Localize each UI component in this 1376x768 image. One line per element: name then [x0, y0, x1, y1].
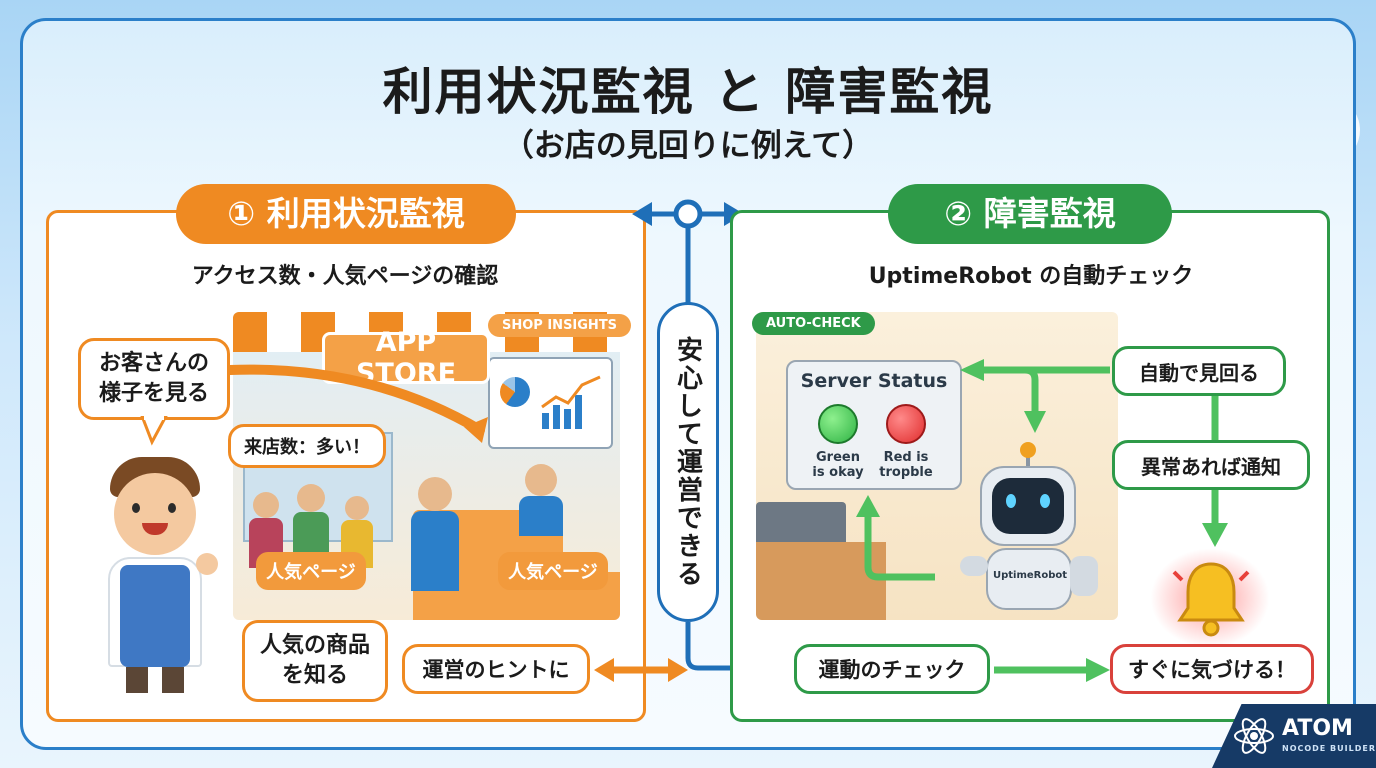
server-status-title: Server Status [800, 370, 948, 392]
operation-hint-bubble: 運営のヒントに [402, 644, 590, 694]
app-store-sign: APP STORE [322, 327, 490, 389]
shop-insights-tag: SHOP INSIGHTS [488, 314, 632, 337]
robot-illustration [960, 442, 1100, 618]
popular-page-tag-left: 人気ページ [256, 552, 366, 590]
observe-customers-bubble: お客さんの 様子を見る [78, 338, 230, 420]
robot-label: UptimeRobot [992, 570, 1068, 581]
usage-monitoring-subtitle: アクセス数・人気ページの確認 [191, 264, 499, 289]
page-title: 利用状況監視 と 障害監視 [382, 63, 994, 121]
red-label-line-2: tropble [879, 465, 933, 480]
red-status-label: Red is tropble [870, 450, 942, 480]
know-products-bubble: 人気の商品 を知る [242, 620, 388, 702]
green-status-label: Green is okay [802, 450, 874, 480]
check-to-notice-arrow [994, 658, 1110, 682]
observe-line-2: 様子を見る [98, 381, 209, 406]
hint-double-arrow [594, 658, 688, 682]
auto-patrol-step: 自動で見回る [1112, 346, 1286, 396]
operation-check-step: 運動のチェック [794, 644, 990, 694]
green-label-line-2: is okay [812, 465, 864, 480]
shopkeeper-illustration [92, 455, 222, 700]
insight-arrow [225, 364, 488, 443]
red-label-line-1: Red is [883, 450, 929, 465]
logo-name: ATOM [1282, 716, 1353, 741]
green-label-line-1: Green [816, 450, 860, 465]
server-status-card: Server Status Green is okay Red is tropb… [786, 360, 962, 490]
atom-logo [1212, 704, 1376, 768]
bell-icon [1172, 562, 1250, 637]
products-line-2: を知る [281, 663, 348, 688]
notify-step: 異常あれば通知 [1112, 440, 1310, 490]
green-lamp-icon [818, 404, 858, 444]
page-subtitle: （お店の見回りに例えて） [502, 128, 874, 164]
patrol-arrows [856, 359, 1228, 581]
products-line-1: 人気の商品 [259, 633, 370, 658]
safe-operation-label: 安心して運営できる [657, 302, 719, 622]
observe-line-1: お客さんの [98, 351, 209, 376]
logo-tagline: NOCODE BUILDER [1282, 744, 1376, 753]
red-lamp-icon [886, 404, 926, 444]
visitors-bubble: 来店数：多い！ [228, 424, 386, 468]
auto-check-tag: AUTO-CHECK [752, 312, 875, 335]
notice-quickly-step: すぐに気づける！ [1110, 644, 1314, 694]
usage-monitoring-header: ① 利用状況監視 [176, 184, 516, 244]
failure-monitoring-subtitle: UptimeRobot の自動チェック [868, 264, 1194, 289]
popular-page-tag-right: 人気ページ [498, 552, 608, 590]
failure-monitoring-header: ② 障害監視 [888, 184, 1172, 244]
bubble-tail [140, 416, 168, 446]
atom-icon [1234, 718, 1274, 754]
